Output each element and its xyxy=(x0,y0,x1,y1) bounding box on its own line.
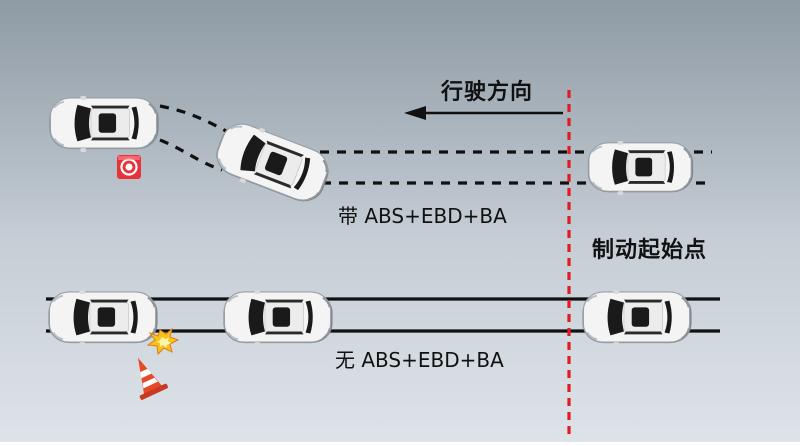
traffic-cone-icon xyxy=(137,357,168,400)
car-start-position xyxy=(581,290,693,346)
warning-triangle-sign-icon xyxy=(117,155,141,179)
with-abs-scenario xyxy=(48,96,712,211)
car-skidding xyxy=(222,290,334,346)
car-stopped xyxy=(48,96,160,152)
with-abs-caption: 带 ABS+EBD+BA xyxy=(338,204,507,228)
without-abs-scenario xyxy=(46,290,720,400)
car-collided xyxy=(47,290,159,346)
brake-start-label: 制动起始点 xyxy=(592,238,708,263)
car-start-position xyxy=(586,141,695,195)
without-abs-caption: 无 ABS+EBD+BA xyxy=(335,348,504,372)
direction-label: 行驶方向 xyxy=(441,80,534,105)
collision-burst-icon xyxy=(146,327,180,356)
arrow-left-icon xyxy=(404,106,563,120)
